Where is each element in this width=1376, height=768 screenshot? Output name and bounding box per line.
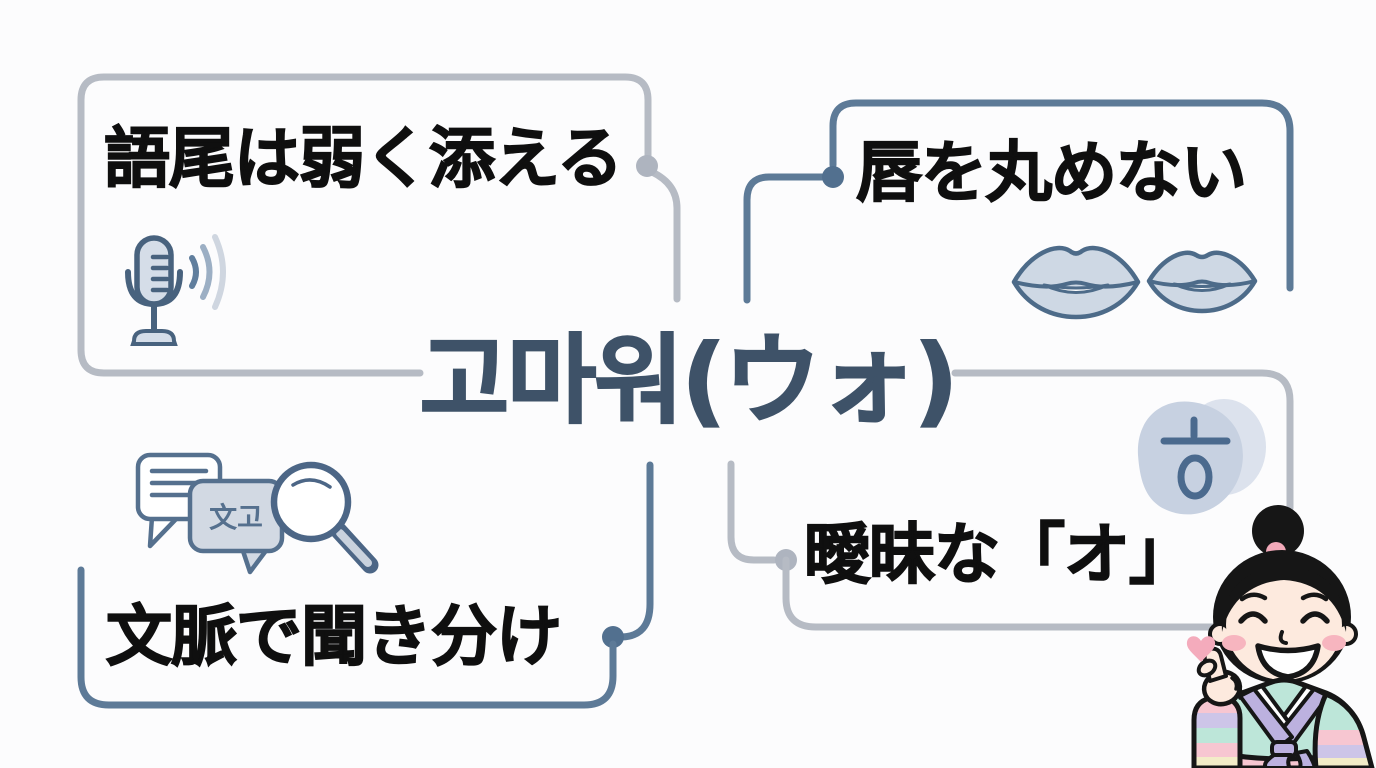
- topleft-connector: [648, 168, 681, 303]
- hangul-hieut-glyph: [1160, 416, 1231, 500]
- microphone-sound-waves-icon: [125, 234, 226, 346]
- closed-happy-eyes: [1238, 611, 1330, 624]
- lips-pair-icon: [1011, 245, 1258, 320]
- mic-base: [130, 329, 178, 346]
- bubble-text: 文고: [209, 501, 263, 534]
- blush-right: [1322, 635, 1346, 651]
- connector-lines: [77, 73, 1294, 709]
- eyebrows: [1239, 592, 1329, 602]
- bottomleft-connector: [618, 461, 654, 641]
- topright-connector: [743, 173, 832, 304]
- bangs: [1221, 566, 1347, 632]
- hanbok-girl-finger-heart-illustration: [1186, 505, 1375, 768]
- center-title: 고마워(ウォ): [419, 324, 959, 437]
- magnifier-icon: [270, 461, 379, 574]
- sleeve-right-striped: [1312, 691, 1375, 768]
- hangul-hieut-blob-icon: [1137, 399, 1266, 515]
- hanbok-collar: [1238, 684, 1330, 750]
- hair-bun: [1252, 505, 1304, 557]
- speech-bubble-front: 文고: [187, 478, 285, 575]
- topic-label-bottom-right: 曖昧な「オ」: [803, 516, 1196, 593]
- mini-heart: [1186, 636, 1216, 662]
- blush-left: [1222, 635, 1246, 651]
- smiling-mouth: [1255, 643, 1321, 680]
- mic-body: [134, 235, 174, 307]
- bottomright-box-left-border: [782, 556, 1220, 631]
- bottomleft-connector-dot: [602, 626, 624, 648]
- topright-connector-dot: [822, 166, 844, 188]
- topic-label-bottom-left: 文脈で聞き分け: [105, 598, 563, 675]
- sleeve-left-striped-raised: [1191, 695, 1243, 768]
- nose: [1278, 630, 1288, 645]
- bottomleft-box-border: [77, 566, 617, 709]
- lips-icon-right: [1146, 250, 1258, 314]
- topleft-connector-dot: [636, 155, 658, 177]
- sound-wave-inner: [189, 255, 199, 289]
- mic-grill-lines: [150, 254, 170, 293]
- topright-box-border: [829, 99, 1294, 292]
- speech-bubbles-magnifier-icon: 文고: [135, 452, 379, 575]
- hanbok-ribbon: [1263, 740, 1317, 768]
- bottomright-box-top-border: [951, 369, 1294, 512]
- sound-wave-middle: [200, 244, 213, 300]
- lips-icon-left: [1011, 245, 1141, 320]
- bottomright-connector: [727, 460, 778, 564]
- topic-label-top-right: 唇を丸めない: [855, 134, 1248, 211]
- topic-label-top-left: 語尾は弱く添える: [103, 120, 624, 197]
- topleft-box-border: [77, 73, 652, 377]
- finger-heart-hand: [1196, 646, 1243, 707]
- sound-wave-outer: [212, 234, 226, 310]
